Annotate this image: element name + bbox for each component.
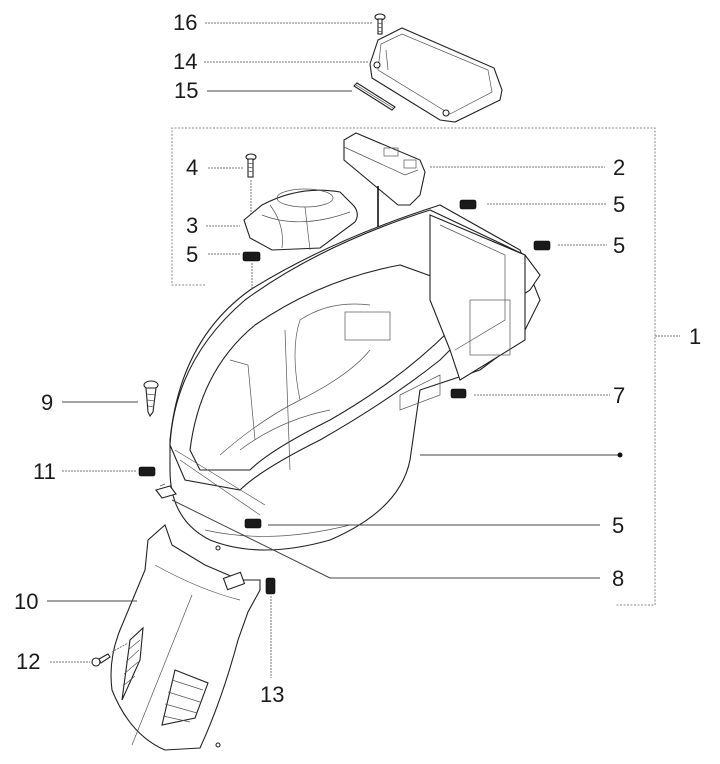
- part-5c-clip: [533, 240, 551, 251]
- callout-8: 8: [612, 566, 625, 591]
- callout-4: 4: [186, 155, 199, 180]
- callout-1: 1: [689, 324, 702, 349]
- part-13-clip: [265, 577, 276, 595]
- part-16-screw: [374, 13, 386, 35]
- callout-15: 15: [174, 78, 199, 103]
- part-10-cover: [110, 524, 261, 751]
- part-5b-clip: [459, 199, 477, 210]
- callout-5c: 5: [613, 233, 626, 258]
- part-8-bracket: [155, 483, 177, 499]
- part-9-screw: [143, 380, 159, 418]
- callout-13: 13: [260, 682, 285, 707]
- callout-9: 9: [41, 390, 54, 415]
- part-14-cover: [369, 27, 503, 123]
- assembly-bracket: [171, 127, 656, 606]
- callout-5b: 5: [613, 192, 626, 217]
- callout-5a: 5: [186, 242, 199, 267]
- leader-8: [171, 499, 331, 579]
- part-5a-clip: [242, 251, 261, 262]
- leader-12-axis: [111, 642, 129, 653]
- callout-10: 10: [14, 589, 39, 614]
- callout-11: 11: [33, 459, 56, 484]
- leader-1-dot: [617, 452, 623, 458]
- part-12-screw: [91, 653, 111, 667]
- part-7-clip: [450, 388, 467, 399]
- callout-16: 16: [173, 10, 198, 35]
- part-15-gasket: [353, 82, 396, 111]
- callout-5d: 5: [612, 513, 625, 538]
- part-4-screw: [245, 153, 257, 178]
- callout-14: 14: [173, 49, 198, 74]
- part-5d-clip: [244, 518, 262, 529]
- part-2-lid: [343, 132, 426, 206]
- part-3-dome: [243, 188, 358, 251]
- callout-7: 7: [613, 383, 626, 408]
- callout-2: 2: [613, 155, 626, 180]
- callout-3: 3: [186, 213, 199, 238]
- callout-12: 12: [16, 649, 41, 674]
- part-1-compartment: [169, 204, 541, 551]
- part-11-clip: [138, 466, 156, 477]
